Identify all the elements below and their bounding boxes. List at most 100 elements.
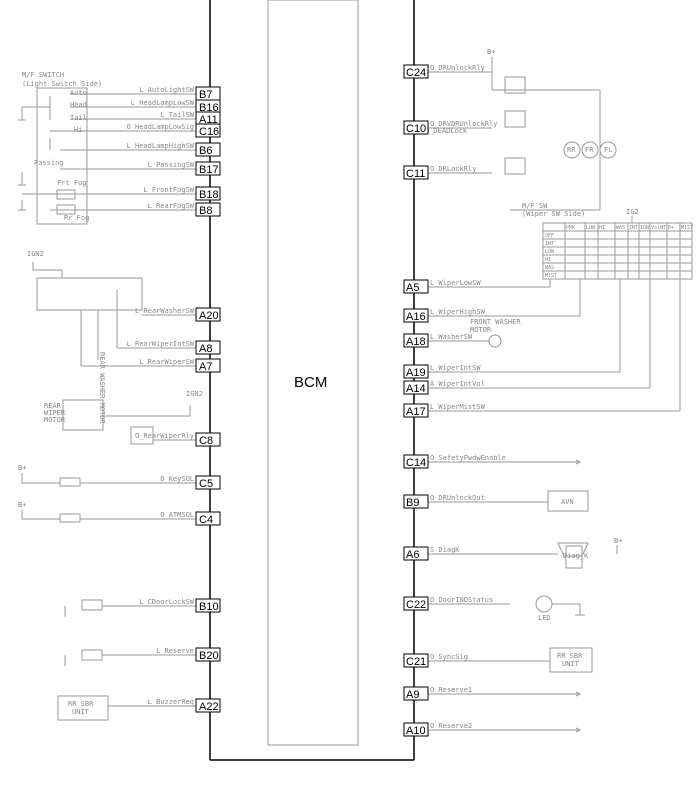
bplus-label-4: B+ bbox=[614, 537, 622, 545]
signal-label: L_WiperLowSW bbox=[430, 279, 481, 287]
pin-A6: A6 S_DiagK bbox=[403, 546, 558, 561]
pin-id: C16 bbox=[199, 126, 219, 138]
deadlock-label: O_DEADLock bbox=[425, 127, 468, 135]
wiper-table-row: MIST bbox=[545, 273, 557, 279]
pin-B6: B6L_HeadLampHighSW bbox=[60, 142, 221, 157]
passing-label: Passing bbox=[34, 159, 64, 167]
bplus-label-3: B+ bbox=[487, 48, 495, 56]
pin-id: B10 bbox=[199, 601, 219, 613]
pin-id: A16 bbox=[406, 311, 426, 323]
signal-label: O_DRUnlockOut bbox=[430, 494, 485, 502]
signal-label: A_WiperIntVol bbox=[430, 380, 485, 388]
rear-wiper-motor-label-3: MOTOR bbox=[44, 416, 66, 424]
pin-A18: A18 L_WasherSW bbox=[403, 333, 490, 348]
pin-id: B8 bbox=[199, 205, 212, 217]
signal-label: L_FrontFogSW bbox=[143, 186, 194, 194]
ig2-label: IG2 bbox=[626, 208, 639, 216]
signal-label: L_RearFogSW bbox=[148, 202, 195, 210]
pin-A19: A19 L_WiperIntSW bbox=[403, 364, 620, 379]
signal-label: L_Reserve bbox=[156, 647, 194, 655]
pin-id: A7 bbox=[199, 361, 212, 373]
pin-id: C21 bbox=[406, 656, 426, 668]
pin-C8: C8O_RearWiperRly bbox=[135, 432, 221, 447]
pin-id: B20 bbox=[199, 650, 219, 662]
pin-A7: A7L_RearWiperSW bbox=[81, 358, 221, 373]
signal-label: O_SafetyPwdwEnable bbox=[430, 454, 506, 462]
light-switch-subtitle: (Light Switch Side) bbox=[22, 80, 102, 88]
pin-C5: C5O_KeySOL bbox=[80, 475, 221, 490]
wiper-table-column: LOW bbox=[586, 225, 596, 231]
signal-label: L_BuzzerReq bbox=[148, 698, 194, 706]
bplus-label-2: B+ bbox=[18, 501, 26, 509]
signal-label: O_DRUnlockRly bbox=[430, 64, 485, 72]
pin-id: C24 bbox=[406, 67, 426, 79]
pin-id: A20 bbox=[199, 310, 219, 322]
rear-fog-label: Rr Fog bbox=[64, 214, 89, 222]
fr-motor-label: FR bbox=[585, 146, 594, 154]
rear-washer-motor-label: REAR WASHER MOTOR bbox=[98, 352, 106, 424]
signal-label: O_DRLockRly bbox=[430, 165, 476, 173]
wiper-table-column: MIST bbox=[681, 225, 693, 231]
pin-B20: B20 L_Reserve bbox=[102, 647, 221, 662]
signal-label: O_DRVDRUnlockRly bbox=[430, 120, 497, 128]
signal-label: S_DiagK bbox=[430, 546, 460, 554]
rr-sbr-unit-right-label: RR SBR bbox=[557, 652, 583, 660]
rear-wiper-motor-label: REAR bbox=[44, 402, 62, 410]
wiper-table-row: OFF bbox=[545, 233, 554, 239]
wiper-table-row: INT bbox=[545, 241, 554, 247]
pin-id: A19 bbox=[406, 367, 426, 379]
pin-id: A6 bbox=[406, 549, 419, 561]
rear-wiper-motor-label-2: WIPER bbox=[44, 409, 66, 417]
pin-id: A17 bbox=[406, 406, 426, 418]
door-lock-relays: B+ RR FR FL O_DEADLock bbox=[425, 48, 617, 211]
wiper-table-column: PRK bbox=[566, 225, 575, 231]
pin-id: C5 bbox=[199, 478, 213, 490]
rr-sbr-unit-left-label: RR SBR bbox=[68, 700, 94, 708]
tail-label: Tail bbox=[70, 114, 87, 122]
front-washer-motor-label: FRONT WASHER bbox=[470, 318, 521, 326]
signal-label: O_RearWiperRly bbox=[135, 432, 194, 440]
left-lower-components: B+ B+ RR SBR UNIT bbox=[18, 464, 109, 721]
pin-id: A9 bbox=[406, 689, 419, 701]
wiper-table-column: B+ bbox=[668, 225, 674, 231]
pin-id: C14 bbox=[406, 457, 426, 469]
signal-label: O_DoorINDStatus bbox=[430, 596, 493, 604]
wiper-table-column: HI bbox=[599, 225, 605, 231]
pin-id: C4 bbox=[199, 514, 213, 526]
ign2-label: IGN2 bbox=[27, 250, 44, 258]
wiper-switch-title: M/F SW bbox=[522, 202, 548, 210]
pin-id: A11 bbox=[199, 114, 218, 126]
signal-label: L_WiperMistSW bbox=[430, 403, 486, 411]
pin-id: B16 bbox=[199, 102, 219, 114]
pin-id: B7 bbox=[199, 89, 212, 101]
signal-label: L_AutoLightSW bbox=[139, 86, 195, 94]
signal-label: L_HeadLampHighSW bbox=[127, 142, 195, 150]
light-switch: M/F SWITCH (Light Switch Side) Auto Head… bbox=[18, 71, 102, 225]
rr-sbr-unit-left-label-2: UNIT bbox=[72, 708, 90, 716]
pin-id: A18 bbox=[406, 336, 426, 348]
signal-label: L_TailSW bbox=[160, 111, 195, 119]
wiper-table-column: IGN bbox=[640, 225, 649, 231]
signal-label: O_Reserve1 bbox=[430, 686, 472, 694]
head-label: Head bbox=[70, 101, 87, 109]
pin-id: B17 bbox=[199, 164, 219, 176]
pin-A8: A8L_RearWiperIntSW bbox=[117, 340, 221, 355]
bcm-label: BCM bbox=[294, 374, 327, 391]
wiper-table-column: VolNT bbox=[651, 225, 666, 231]
signal-label: L_WiperIntSW bbox=[430, 364, 481, 372]
pin-B8: B8 L_RearFogSW bbox=[50, 202, 221, 217]
signal-label: L_WasherSW bbox=[430, 333, 473, 341]
pin-C14: C14 O_SafetyPwdwEnable bbox=[403, 454, 582, 469]
